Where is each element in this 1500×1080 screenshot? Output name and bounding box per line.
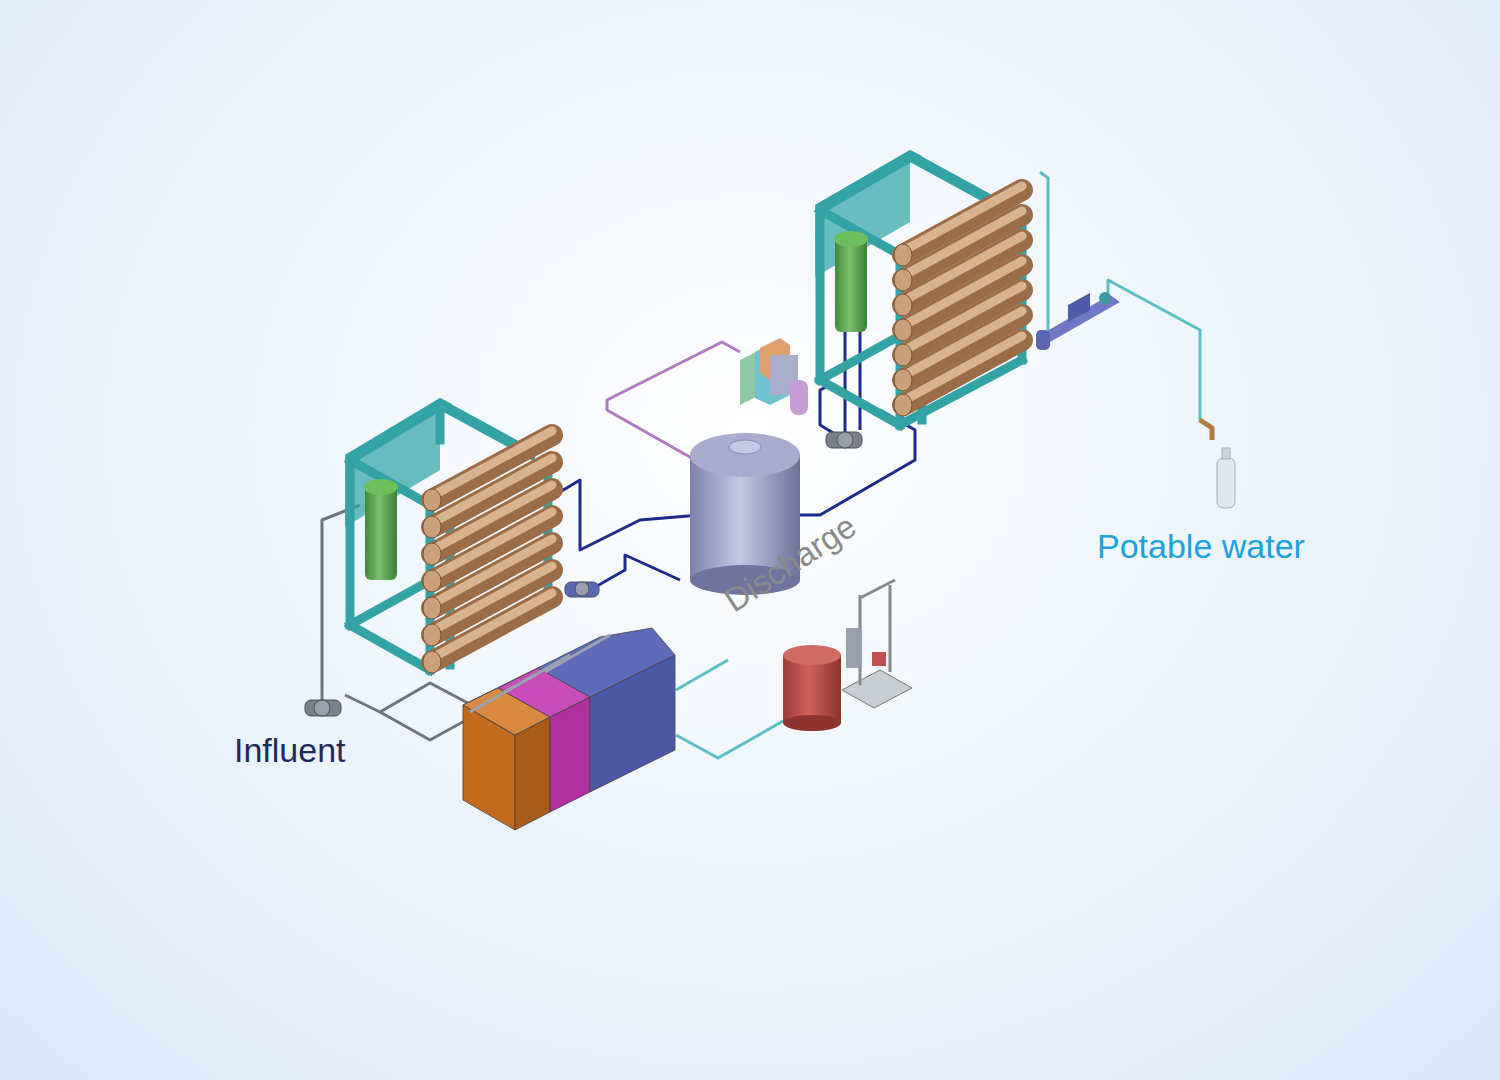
tube-highlight	[432, 593, 552, 658]
tube-end-cap	[423, 516, 441, 538]
influent-label: Influent	[234, 731, 346, 770]
tube-end-cap	[894, 344, 912, 366]
tube-end-cap	[894, 369, 912, 391]
tube-end-cap	[894, 294, 912, 316]
tube-end-cap	[423, 651, 441, 673]
product-label: Potable water	[1097, 527, 1305, 566]
tube-end-cap	[894, 269, 912, 291]
tube-end-cap	[894, 244, 912, 266]
tube-end-cap	[894, 394, 912, 416]
tube-end-cap	[423, 570, 441, 592]
tube-end-cap	[423, 543, 441, 565]
tube-end-cap	[423, 489, 441, 511]
tube-end-cap	[894, 319, 912, 341]
tube-end-cap	[423, 597, 441, 619]
tube-highlight	[903, 336, 1022, 401]
tube-end-cap	[423, 624, 441, 646]
